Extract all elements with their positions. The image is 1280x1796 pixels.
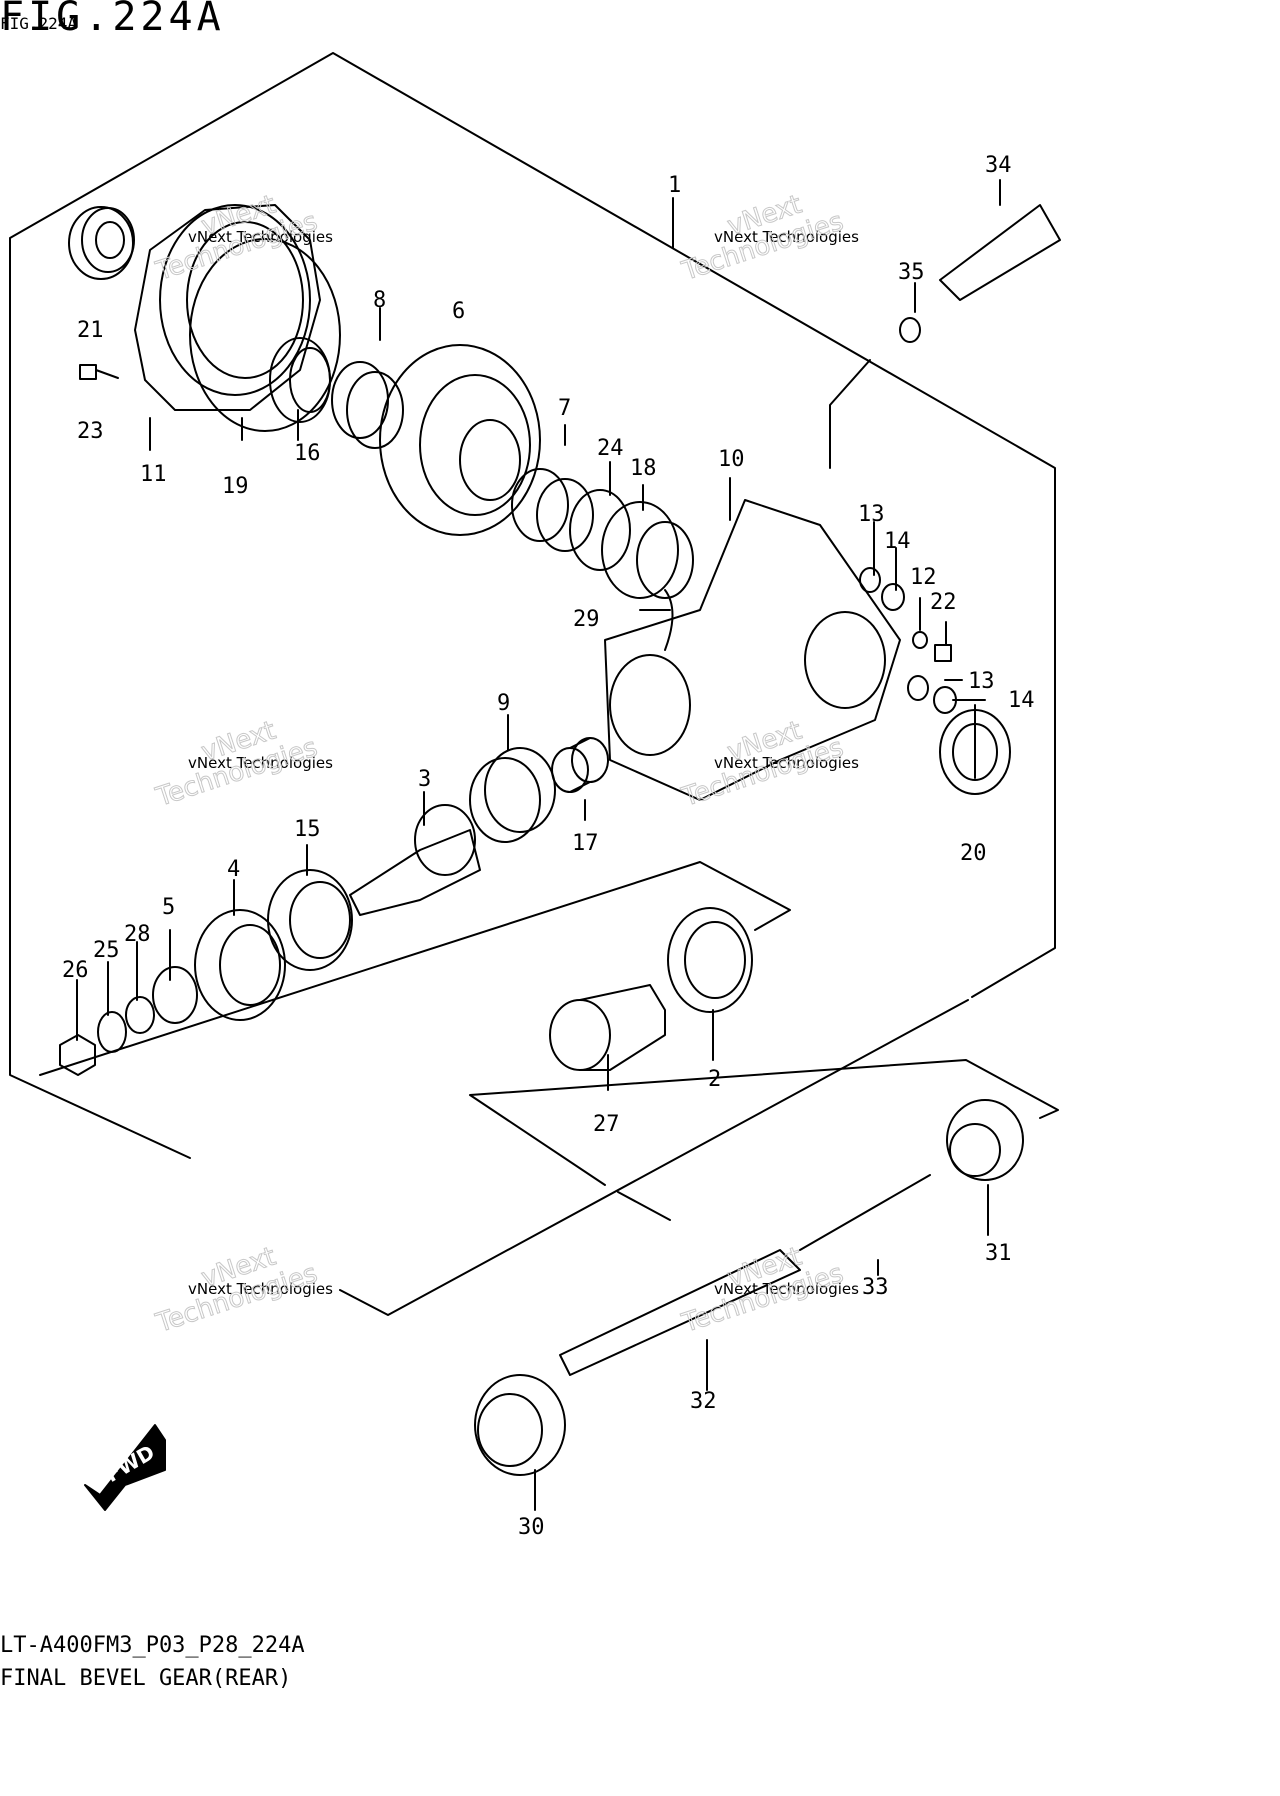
assembly-outline xyxy=(9,52,1056,1159)
part-bearing-4 xyxy=(194,909,286,1021)
figure-name: FINAL BEVEL GEAR(REAR) xyxy=(0,1666,292,1691)
callout-12: 12 xyxy=(910,565,937,590)
callout-10: 10 xyxy=(718,447,745,472)
part-case-10 xyxy=(604,499,901,801)
part-pinion-3 xyxy=(349,804,481,916)
callout-8: 8 xyxy=(373,288,386,313)
callout-4: 4 xyxy=(227,857,240,882)
part-oil-seal-21 xyxy=(68,206,135,280)
part-washer-25 xyxy=(97,1011,127,1053)
boot-leader xyxy=(829,359,871,469)
part-ring-24 xyxy=(569,489,631,571)
callout-9: 9 xyxy=(497,691,510,716)
part-ring-gear-6 xyxy=(379,344,541,536)
assembly-outline-bottom xyxy=(39,861,969,1316)
callout-13: 13 xyxy=(858,502,885,527)
part-nut-26 xyxy=(59,1034,96,1076)
callout-33: 33 xyxy=(862,1275,889,1300)
callout-11: 11 xyxy=(140,462,167,487)
figure-code: LT-A400FM3_P03_P28_224A xyxy=(0,1633,305,1658)
part-bearing-16 xyxy=(269,337,331,423)
callout-27: 27 xyxy=(593,1112,620,1137)
part-bearing-18 xyxy=(601,501,694,599)
callout-2: 2 xyxy=(708,1067,721,1092)
callout-3: 3 xyxy=(418,767,431,792)
part-oil-seal-2 xyxy=(667,907,753,1013)
watermark-text: vNext Technologies xyxy=(188,754,333,772)
callout-35: 35 xyxy=(898,260,925,285)
part-cup-31 xyxy=(946,1099,1024,1181)
callout-14b: 14 xyxy=(1008,688,1035,713)
callout-13b: 13 xyxy=(968,669,995,694)
part-clamp-35 xyxy=(899,317,921,343)
callout-16: 16 xyxy=(294,441,321,466)
callout-22: 22 xyxy=(930,590,957,615)
part-cover-11 xyxy=(134,204,321,411)
watermark-text: vNext Technologies xyxy=(188,1280,333,1298)
callout-14: 14 xyxy=(884,529,911,554)
watermark-text: vNext Technologies xyxy=(714,228,859,246)
callout-29: 29 xyxy=(573,607,600,632)
callout-19: 19 xyxy=(222,474,249,499)
part-bearing-27 xyxy=(549,984,666,1071)
part-bearing-17 xyxy=(551,737,609,793)
part-breather-29 xyxy=(664,589,674,651)
watermark-text: vNext Technologies xyxy=(714,1280,859,1298)
callout-28: 28 xyxy=(124,922,151,947)
part-cup-30 xyxy=(474,1374,566,1476)
part-spacer-5 xyxy=(152,966,198,1024)
callout-25: 25 xyxy=(93,938,120,963)
callout-34: 34 xyxy=(985,153,1012,178)
figure-subtitle: FIG.224A xyxy=(0,14,78,33)
callout-24: 24 xyxy=(597,436,624,461)
fwd-arrow-icon xyxy=(84,1424,166,1511)
part-shims-7 xyxy=(511,468,594,552)
part-bolt-23 xyxy=(79,364,119,380)
part-spring-33 xyxy=(799,1174,931,1251)
callout-32: 32 xyxy=(690,1389,717,1414)
shaft-panel xyxy=(469,1059,1059,1221)
callout-30: 30 xyxy=(518,1515,545,1540)
callout-17: 17 xyxy=(572,831,599,856)
part-boot-34 xyxy=(939,204,1061,301)
callout-6: 6 xyxy=(452,299,465,324)
callout-7: 7 xyxy=(558,396,571,421)
figure-title: FIG.224A xyxy=(0,0,225,40)
watermark-text: vNext Technologies xyxy=(188,228,333,246)
callout-1: 1 xyxy=(668,173,681,198)
part-washer-28 xyxy=(125,996,155,1034)
watermark-text: vNext Technologies xyxy=(714,754,859,772)
callout-labels: 1 2 3 4 5 6 7 8 9 10 11 12 13 14 15 16 1… xyxy=(62,153,1035,1540)
part-shims-8 xyxy=(331,361,404,449)
part-bearing-15 xyxy=(267,869,353,971)
callout-31: 31 xyxy=(985,1241,1012,1266)
callout-21: 21 xyxy=(77,318,104,343)
part-shims-9 xyxy=(469,747,556,843)
callout-5: 5 xyxy=(162,895,175,920)
callout-26: 26 xyxy=(62,958,89,983)
callout-20: 20 xyxy=(960,841,987,866)
part-shaft-32 xyxy=(559,1249,801,1376)
callout-23: 23 xyxy=(77,419,104,444)
callout-15: 15 xyxy=(294,817,321,842)
part-o-ring-19 xyxy=(189,238,341,432)
part-washers-13-14 xyxy=(859,567,957,714)
callout-18: 18 xyxy=(630,456,657,481)
